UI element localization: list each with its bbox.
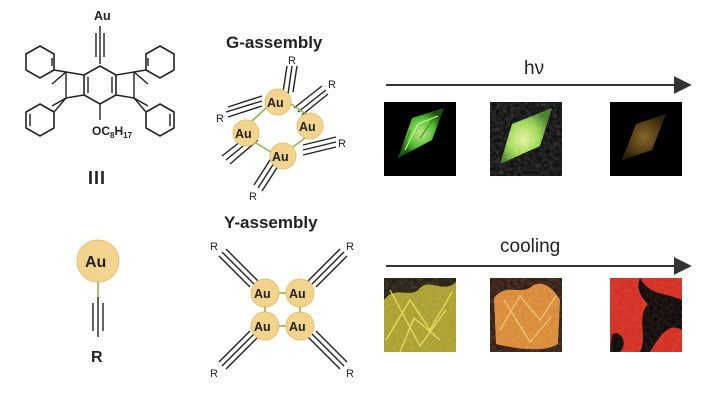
svg-text:Au: Au: [254, 287, 271, 301]
photo-red-fibres: [610, 278, 682, 352]
svg-text:R: R: [288, 55, 296, 67]
molecule-au-label: Au: [94, 9, 111, 23]
svg-text:R: R: [249, 191, 257, 203]
y-assembly-cluster: Au Au Au Au R R R R: [210, 241, 354, 380]
svg-text:R: R: [346, 368, 354, 380]
svg-text:Au: Au: [272, 150, 289, 164]
compound-number: III: [88, 168, 106, 188]
alkoxy-label: OC8H17: [92, 124, 133, 140]
svg-text:Au: Au: [289, 320, 306, 334]
g-assembly-title: G-assembly: [226, 33, 323, 52]
photo-faded-crystal: [610, 102, 682, 176]
photo-green-crystal-dense: [490, 102, 562, 176]
svg-text:Au: Au: [267, 96, 284, 110]
cooling-label: cooling: [500, 236, 560, 257]
svg-text:R: R: [338, 138, 346, 150]
svg-text:R: R: [346, 241, 354, 253]
svg-text:Au: Au: [289, 287, 306, 301]
g-assembly-cluster: Au Au Au Au R R R R R: [216, 55, 346, 203]
au-alkynyl-fragment: Au R: [76, 239, 120, 366]
y-assembly-title: Y-assembly: [224, 213, 318, 232]
svg-text:R: R: [210, 241, 218, 253]
svg-text:R: R: [91, 349, 103, 366]
svg-text:Au: Au: [85, 254, 106, 271]
hv-label: hν: [524, 58, 544, 79]
svg-text:R: R: [328, 79, 336, 91]
photo-green-crystal-bright: [384, 102, 456, 176]
svg-text:Au: Au: [254, 320, 271, 334]
photo-orange-fibres: [490, 278, 562, 352]
svg-text:R: R: [216, 113, 224, 125]
photo-yellow-fibres: [384, 278, 456, 353]
svg-text:R: R: [210, 368, 218, 380]
molecule-iii-structure: Au O: [25, 9, 175, 140]
svg-text:Au: Au: [299, 120, 316, 134]
svg-text:Au: Au: [235, 127, 252, 141]
